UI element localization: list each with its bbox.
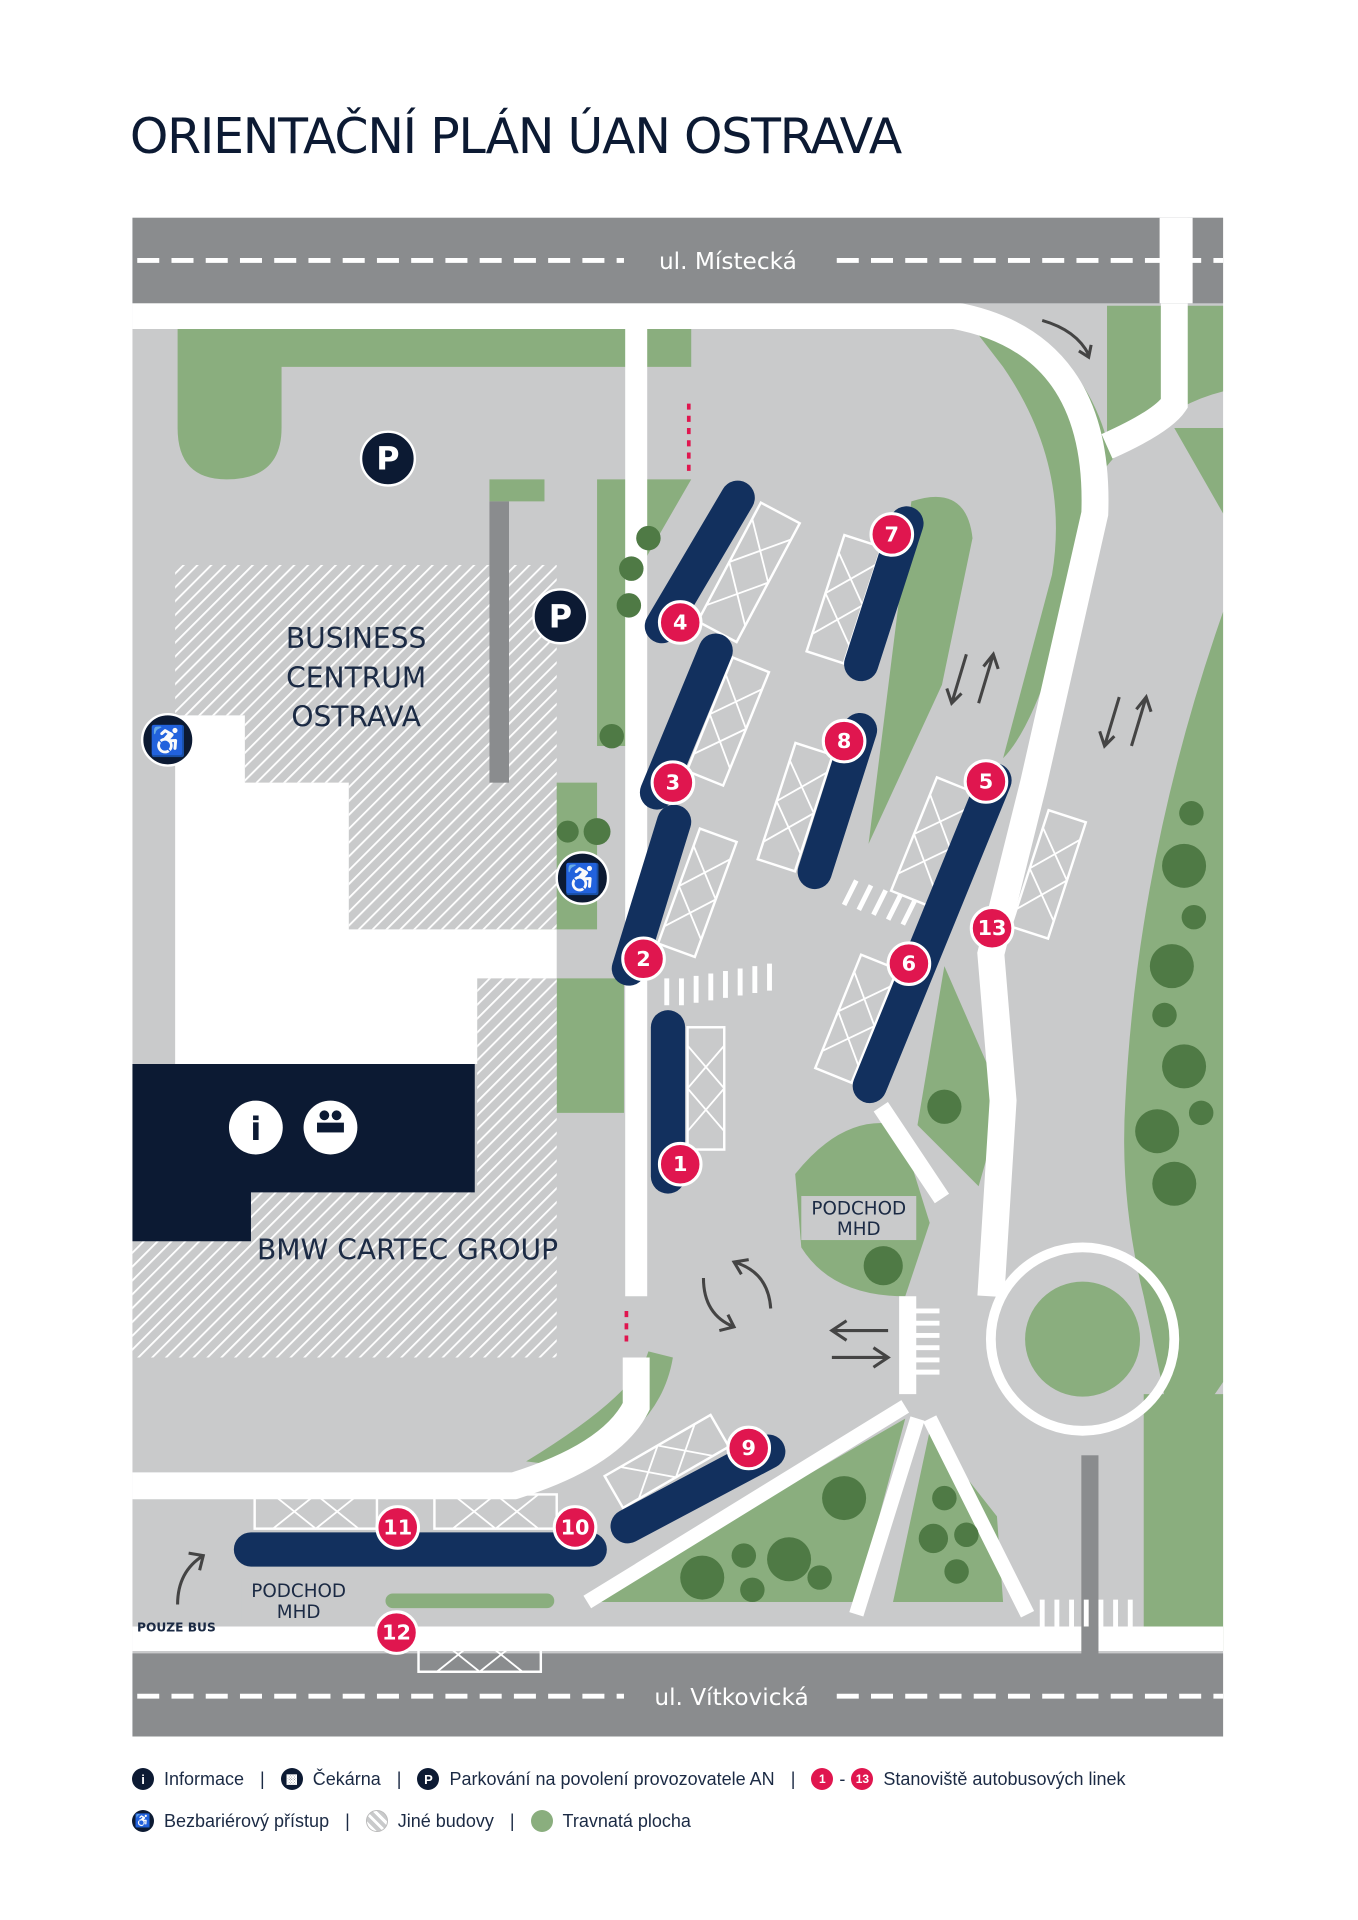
legend-stops: Stanoviště autobusových linek: [883, 1768, 1126, 1789]
parking-icon: P: [417, 1768, 440, 1790]
roads-white: [132, 217, 1224, 1651]
terminal-building: [132, 1063, 475, 1242]
legend: i Informace | ▩ Čekárna | P Parkování na…: [132, 1765, 1332, 1849]
svg-text:7: 7: [885, 522, 899, 546]
svg-text:P: P: [376, 441, 399, 478]
legend-separator: |: [509, 1810, 515, 1831]
legend-grass: Travnatá plocha: [562, 1810, 691, 1831]
svg-text:11: 11: [383, 1515, 412, 1539]
svg-text:10: 10: [561, 1515, 590, 1539]
stop-badge-13: 13: [969, 905, 1015, 951]
waiting-room-icon: [303, 1100, 358, 1155]
white-building: [175, 715, 557, 1064]
svg-text:8: 8: [837, 729, 851, 753]
legend-separator: |: [345, 1810, 350, 1831]
stop-badge-8: 8: [821, 718, 867, 764]
parking-icon: P: [359, 430, 417, 487]
legend-accessible: Bezbariérový přístup: [164, 1810, 330, 1831]
stop-badge-5: 5: [963, 759, 1009, 804]
svg-text:9: 9: [741, 1436, 755, 1460]
legend-waiting: Čekárna: [312, 1768, 381, 1789]
building-label-line: OSTRAVA: [291, 700, 421, 733]
traffic-arrows: [176, 318, 1153, 1605]
building-label-bmw: BMW CARTEC GROUP: [257, 1234, 558, 1267]
stop-badge-3: 3: [650, 760, 696, 805]
legend-dash: -: [839, 1768, 846, 1789]
svg-text:P: P: [549, 598, 572, 635]
other-buildings-icon: [365, 1810, 388, 1832]
info-icon: i: [132, 1768, 154, 1790]
legend-separator: |: [260, 1768, 265, 1789]
svg-text:3: 3: [666, 771, 680, 795]
stop-badge-2: 2: [621, 936, 666, 982]
crosswalks: [664, 879, 1133, 1627]
stop-badge-7: 7: [869, 512, 915, 557]
svg-text:1: 1: [673, 1152, 687, 1176]
trees: [556, 525, 1214, 1603]
stop-badge-12: 12: [374, 1610, 419, 1655]
legend-row: ♿ Bezbariérový přístup | Jiné budovy | T…: [132, 1807, 1332, 1835]
wheelchair-icon: ♿: [140, 712, 195, 767]
legend-other-buildings: Jiné budovy: [397, 1810, 494, 1831]
svg-text:6: 6: [902, 952, 916, 976]
map-area: [132, 217, 1224, 1737]
stop-badge-icon: 13: [851, 1768, 874, 1790]
stop-badge-6: 6: [886, 941, 932, 986]
stop-badge-9: 9: [726, 1425, 772, 1471]
legend-parking: Parkování na povolení provozovatele AN: [449, 1768, 775, 1789]
svg-text:♿: ♿: [564, 862, 601, 896]
svg-text:12: 12: [382, 1621, 411, 1645]
info-icon: i: [228, 1100, 283, 1155]
svg-text:5: 5: [979, 769, 993, 793]
underpass-label: PODCHOD: [811, 1198, 906, 1219]
underpass-box: [801, 1196, 917, 1241]
stop-badge-11: 11: [375, 1505, 421, 1550]
legend-info: Informace: [164, 1768, 245, 1789]
legend-row: i Informace | ▩ Čekárna | P Parkování na…: [132, 1765, 1332, 1793]
svg-text:2: 2: [636, 947, 650, 971]
underpass-label: PODCHOD: [251, 1581, 346, 1602]
stop-badge-10: 10: [552, 1505, 598, 1550]
page-title: ORIENTAČNÍ PLÁN ÚAN OSTRAVA: [130, 106, 903, 165]
legend-separator: |: [790, 1768, 796, 1789]
wheelchair-icon: ♿: [555, 851, 610, 905]
building-label-line: BUSINESS: [286, 622, 426, 655]
building-label-line: CENTRUM: [286, 661, 426, 694]
svg-text:i: i: [250, 1111, 261, 1148]
business-centrum-building: [175, 564, 557, 930]
grass-icon: [530, 1810, 553, 1832]
road-label-mistecka: ul. Místecká: [659, 248, 797, 275]
svg-text:♿: ♿: [150, 724, 187, 758]
svg-text:13: 13: [978, 916, 1007, 940]
underpass-label: MHD: [837, 1219, 881, 1240]
parking-icon: P: [532, 588, 589, 645]
waiting-room-icon: ▩: [280, 1768, 303, 1790]
svg-text:4: 4: [673, 610, 687, 634]
bmw-building: [132, 978, 557, 1358]
road-label-vitkovicka: ul. Vítkovická: [654, 1684, 808, 1711]
underpass-box: [241, 1578, 357, 1623]
wheelchair-icon: ♿: [132, 1810, 154, 1832]
stop-badge-icon: 1: [811, 1768, 834, 1790]
stop-badge-1: 1: [657, 1141, 703, 1187]
bus-only-label: POUZE BUS: [137, 1620, 216, 1634]
legend-separator: |: [396, 1768, 402, 1789]
stop-badge-4: 4: [657, 600, 703, 645]
underpass-label: MHD: [277, 1602, 321, 1623]
